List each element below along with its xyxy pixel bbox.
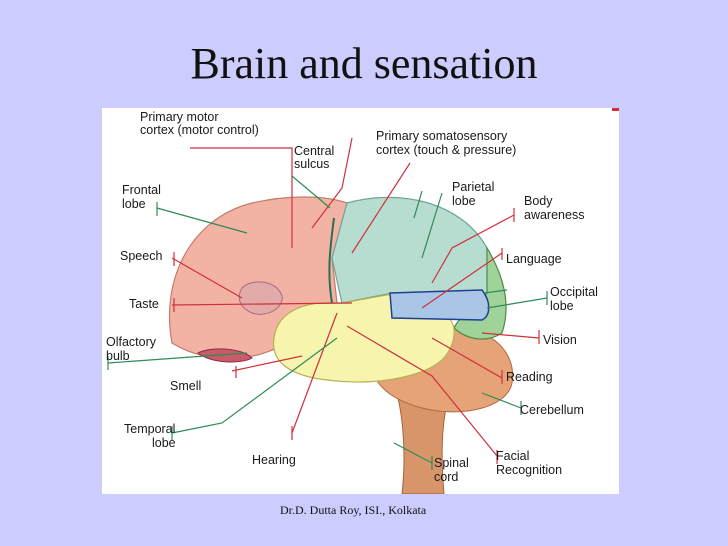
language-area	[389, 289, 490, 321]
label-smell: Smell	[170, 379, 201, 393]
label-ticks	[173, 208, 540, 464]
label-parietal-1: Parietal	[452, 180, 494, 194]
brain-diagram-panel: Primary motor cortex (motor control) Cen…	[102, 108, 619, 494]
label-somatosensory-2: cortex (touch & pressure)	[376, 143, 516, 157]
label-body-awareness-2: awareness	[524, 208, 584, 222]
label-primary-motor-1: Primary motor	[140, 110, 218, 124]
label-temporal-1: Temporal	[124, 422, 175, 436]
red-leader-lines	[171, 137, 540, 457]
label-temporal-2: lobe	[152, 436, 176, 450]
label-speech: Speech	[120, 249, 162, 263]
parietal-lobe-region	[331, 196, 494, 304]
label-occipital-2: lobe	[550, 299, 574, 313]
label-central-sulcus-2: sulcus	[294, 157, 329, 171]
label-spinal-2: cord	[434, 470, 458, 484]
label-parietal-2: lobe	[452, 194, 476, 208]
label-cerebellum: Cerebellum	[520, 403, 584, 417]
brain-diagram: Primary motor cortex (motor control) Cen…	[106, 108, 619, 494]
label-facial-2: Recognition	[496, 463, 562, 477]
label-facial-1: Facial	[496, 449, 529, 463]
slide-footer: Dr.D. Dutta Roy, ISI., Kolkata	[280, 503, 427, 517]
label-hearing: Hearing	[252, 453, 296, 467]
slide-title: Brain and sensation	[190, 39, 538, 88]
label-somatosensory-1: Primary somatosensory	[376, 129, 508, 143]
label-vision: Vision	[543, 333, 577, 347]
label-spinal-1: Spinal	[434, 456, 469, 470]
label-olfactory-1: Olfactory	[106, 335, 157, 349]
label-primary-motor-2: cortex (motor control)	[140, 123, 259, 137]
label-frontal-1: Frontal	[122, 183, 161, 197]
olfactory-bulb-region	[197, 348, 253, 363]
green-leader-lines	[107, 175, 548, 464]
label-occipital-1: Occipital	[550, 285, 598, 299]
label-reading: Reading	[506, 370, 553, 384]
corner-mark	[612, 108, 619, 111]
green-label-ticks	[107, 202, 548, 470]
label-central-sulcus-1: Central	[294, 144, 334, 158]
label-taste: Taste	[129, 297, 159, 311]
label-language: Language	[506, 252, 562, 266]
speech-area	[238, 281, 283, 315]
label-frontal-2: lobe	[122, 197, 146, 211]
central-sulcus-line	[328, 217, 335, 304]
label-body-awareness-1: Body	[524, 194, 553, 208]
label-olfactory-2: bulb	[106, 349, 130, 363]
